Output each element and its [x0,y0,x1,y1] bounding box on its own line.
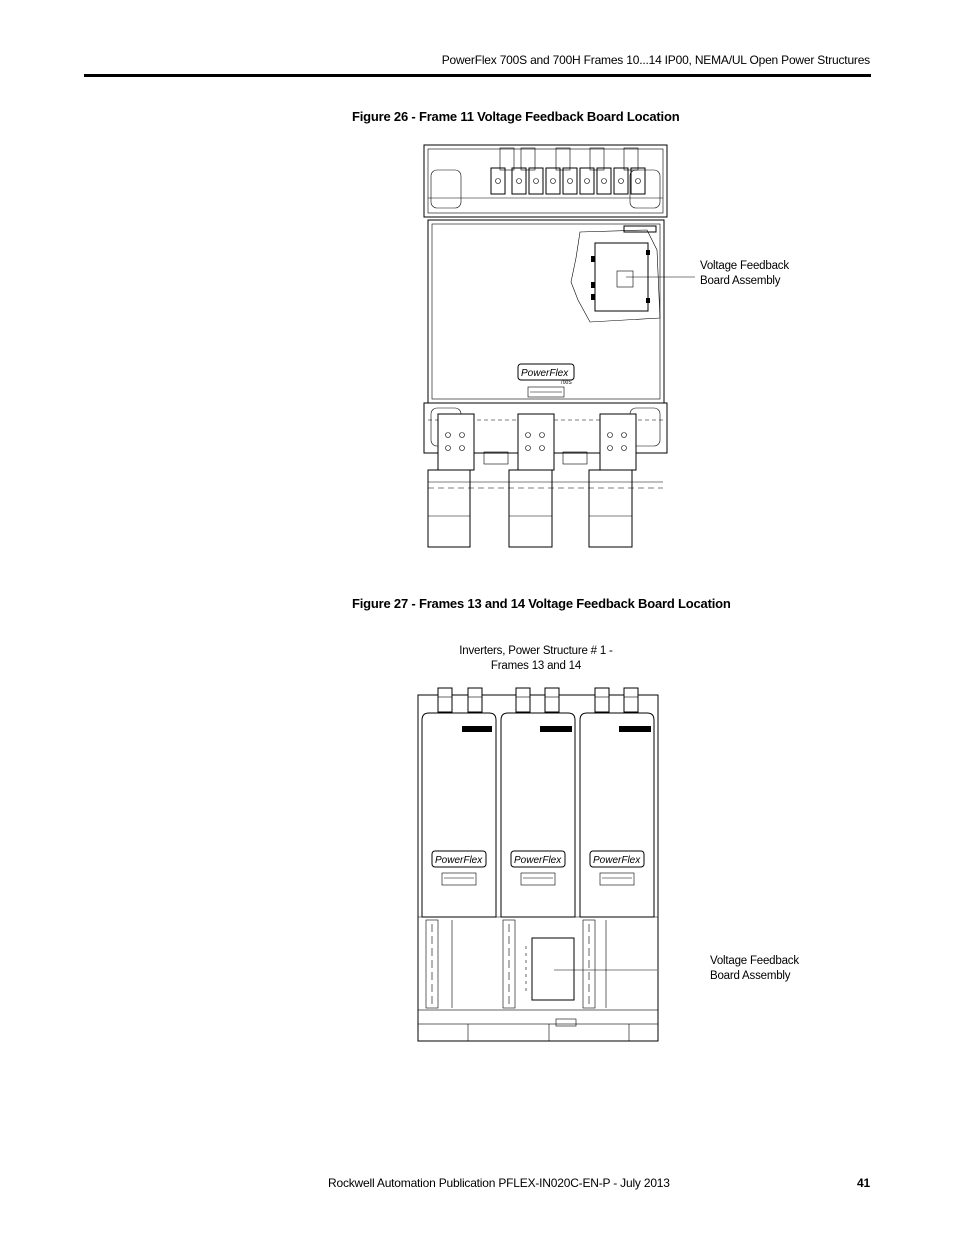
powerflex-logo-fig27-1: PowerFlex [435,855,483,866]
bottom-bus-bars [437,413,637,471]
figure-27-top-label: Inverters, Power Structure # 1 - Frames … [459,645,613,672]
voltage-feedback-board [531,937,575,1001]
powerflex-logo-fig27-3: PowerFlex [593,855,641,866]
powerflex-logo-fig26: PowerFlex [521,368,569,379]
top-lugs-fig27 [437,687,639,713]
footer-publication: Rockwell Automation Publication PFLEX-IN… [328,1176,670,1190]
inverter-module-2: PowerFlex [500,712,576,918]
powerflex-logo-fig27-2: PowerFlex [514,855,562,866]
inverter-module-1: PowerFlex [421,712,497,918]
top-terminal-lugs [490,147,646,195]
figure-26-caption: Figure 26 - Frame 11 Voltage Feedback Bo… [352,109,680,124]
figure-27-caption: Figure 27 - Frames 13 and 14 Voltage Fee… [352,596,731,611]
inverter-module-3: PowerFlex [579,712,655,918]
figure-27-callout: Voltage Feedback Board Assembly [710,955,799,982]
page-number: 41 [857,1176,870,1190]
lower-bus-channels [425,919,607,1009]
powerflex-logo-sub-fig26: 700S [560,380,572,386]
header-rule [84,74,871,77]
running-header: PowerFlex 700S and 700H Frames 10...14 I… [441,53,871,67]
figure-26-callout: Voltage Feedback Board Assembly [700,260,789,287]
